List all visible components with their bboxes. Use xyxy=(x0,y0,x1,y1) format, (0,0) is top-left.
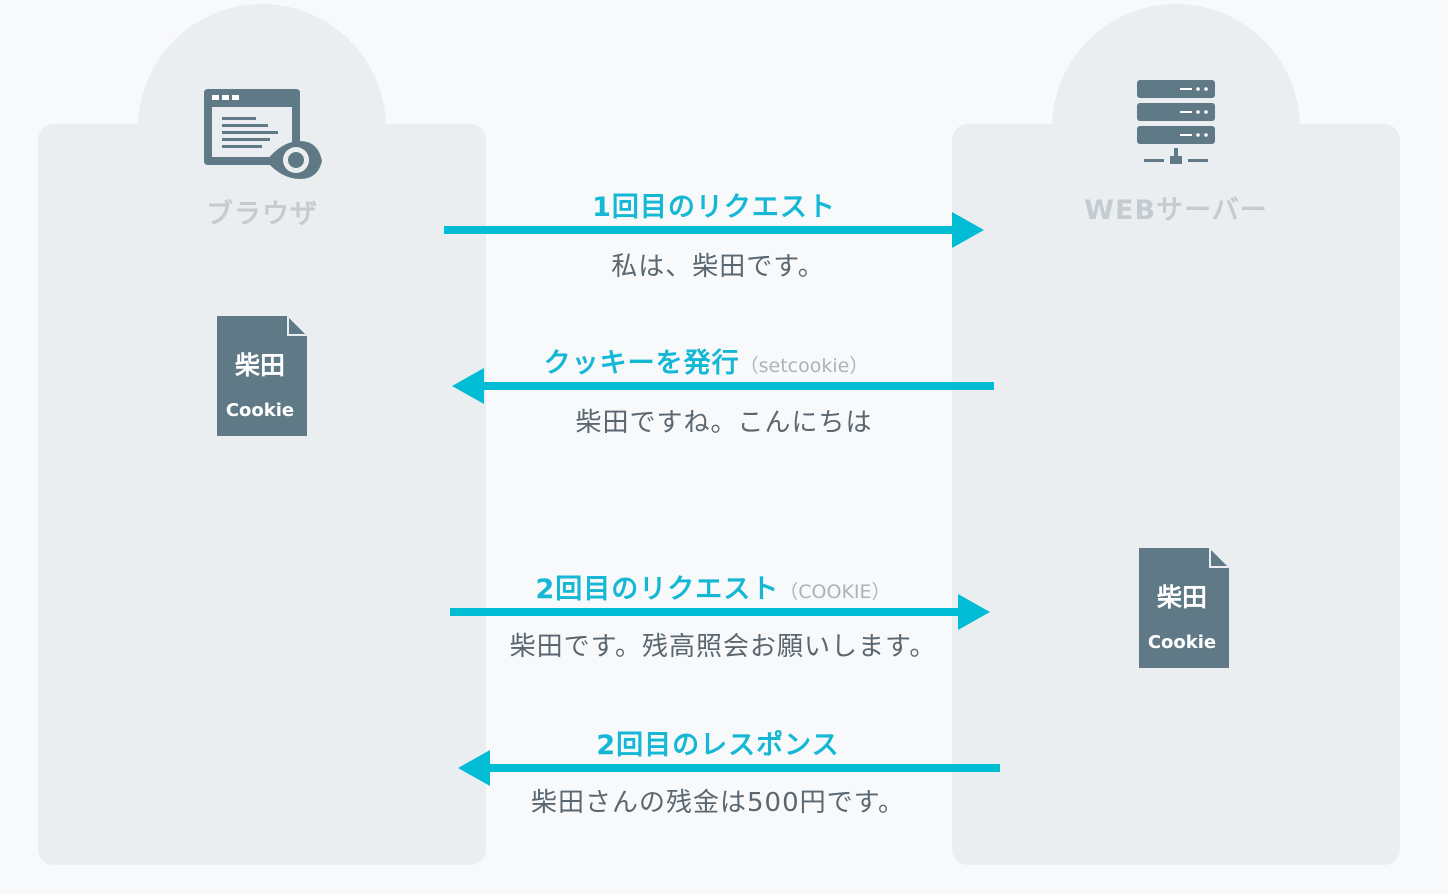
message-4-title: 2回目のレスポンス xyxy=(418,723,1018,762)
message-3-title: 2回目のリクエスト（COOKIE） xyxy=(413,567,1013,606)
message-2-body: 柴田ですね。こんにちは xyxy=(575,408,873,438)
cookie-name: 柴田 xyxy=(1156,583,1207,612)
message-1-body: 私は、柴田です。 xyxy=(611,252,825,282)
server-label: WEBサーバー xyxy=(1084,195,1268,226)
document-icon xyxy=(1139,548,1229,668)
message-1-title-text: 1回目のリクエスト xyxy=(592,192,836,223)
cookie-label: Cookie xyxy=(1147,632,1217,653)
arrow-left-4 xyxy=(458,750,1000,786)
message-3-title-text: 2回目のリクエスト xyxy=(535,574,780,605)
message-1-title: 1回目のリクエスト xyxy=(414,185,1014,224)
browser-label: ブラウザ xyxy=(206,199,318,230)
message-4-body: 柴田さんの残金は500円です。 xyxy=(530,788,906,818)
cookie-label: Cookie xyxy=(225,400,295,421)
message-2-title-text: クッキーを発行 xyxy=(543,348,740,379)
arrow-left-2 xyxy=(452,368,994,404)
message-3-body: 柴田です。残高照会お願いします。 xyxy=(509,632,937,662)
arrow-right-3 xyxy=(450,594,990,630)
arrow-right-1 xyxy=(444,212,984,248)
message-4-title-text: 2回目のレスポンス xyxy=(596,730,840,761)
browser-cookie-document: 柴田 Cookie xyxy=(217,316,309,436)
document-icon xyxy=(217,316,307,436)
server-panel xyxy=(952,124,1400,865)
cookie-name: 柴田 xyxy=(234,351,285,380)
browser-eye-icon xyxy=(204,89,324,185)
message-3-note: （COOKIE） xyxy=(779,581,891,603)
message-2-title: クッキーを発行（setcookie） xyxy=(406,341,1006,380)
server-icon xyxy=(1136,78,1218,174)
browser-panel xyxy=(38,124,486,865)
server-cookie-document: 柴田 Cookie xyxy=(1139,548,1231,668)
message-2-note: （setcookie） xyxy=(739,355,869,377)
